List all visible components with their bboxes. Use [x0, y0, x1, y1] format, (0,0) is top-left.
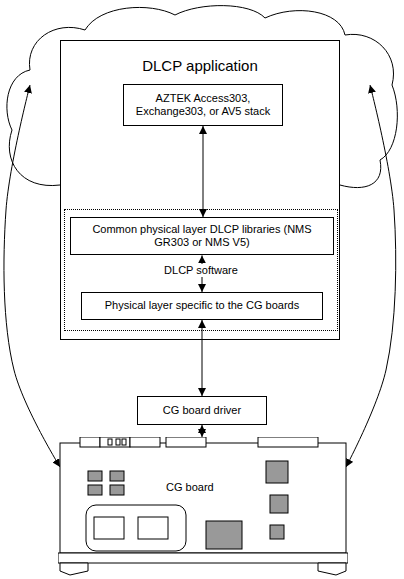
driver-box: CG board driver: [137, 396, 267, 425]
connector-arrow: [202, 320, 203, 396]
board-drawing: [58, 437, 348, 577]
cloud-outline: [7, 6, 397, 188]
node-label: CG board: [164, 481, 216, 494]
board-illustration: CG board: [58, 437, 348, 577]
node-label: DLCP application: [140, 57, 260, 75]
stack-box: AZTEK Access303, Exchange303, or AV5 sta…: [123, 84, 283, 126]
connector-arrow: [4, 85, 60, 467]
connector-arrow: [202, 425, 203, 437]
library-box: Common physical layer DLCP libraries (NM…: [70, 217, 334, 255]
node-label: CG board driver: [161, 404, 243, 417]
software-group: DLCP software Common physical layer DLCP …: [64, 209, 338, 331]
node-label: Physical layer specific to the CG boards: [103, 299, 301, 312]
physical-layer-box: Physical layer specific to the CG boards: [81, 292, 323, 320]
application-box: DLCP applicationAZTEK Access303, Exchang…: [60, 40, 340, 340]
node-label: AZTEK Access303, Exchange303, or AV5 sta…: [128, 92, 278, 118]
connector-arrow: [203, 126, 204, 217]
node-label: DLCP software: [162, 264, 240, 277]
node-label: Common physical layer DLCP libraries (NM…: [75, 223, 329, 249]
connector-arrow: [346, 85, 396, 467]
